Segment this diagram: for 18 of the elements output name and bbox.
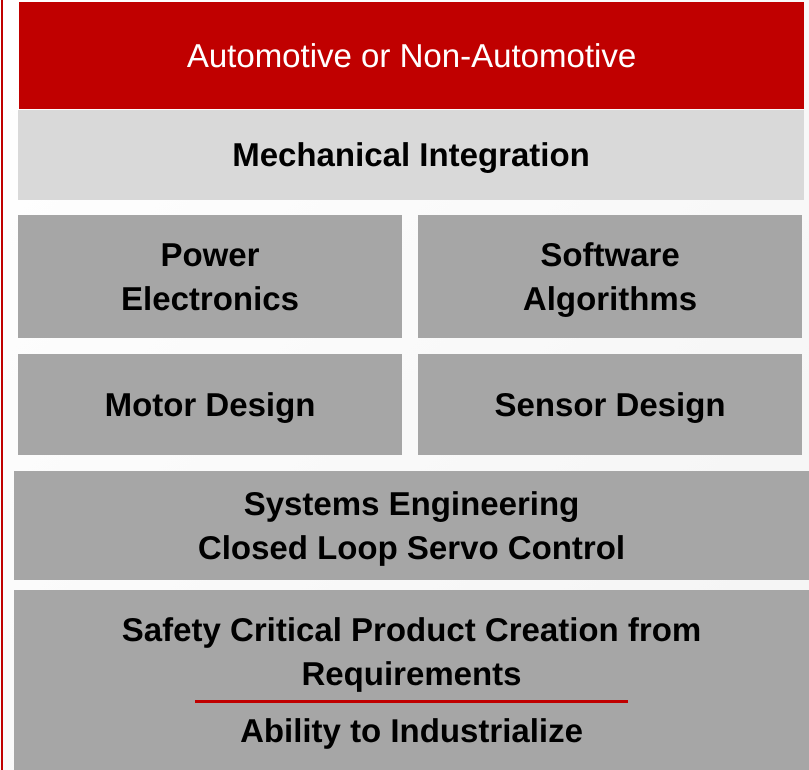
box-label: Safety Critical Product Creation from Requirements: [122, 610, 702, 694]
capability-box: [18, 215, 402, 338]
box-label: Systems Engineering: [244, 484, 580, 524]
box-label: Sensor Design: [494, 384, 726, 425]
header-text: Automotive or Non-Automotive: [186, 36, 636, 76]
capability-box: [14, 590, 809, 770]
box-label: Motor Design: [104, 384, 316, 425]
capability-box: [14, 471, 809, 580]
box-label: Power Electronics: [120, 234, 300, 318]
header-band: [19, 2, 804, 109]
box-label: Mechanical Integration: [232, 135, 590, 175]
box-label: Software Algorithms: [522, 234, 698, 319]
box-label: Closed Loop Servo Control: [198, 528, 626, 568]
box-label: Ability to Industrialize: [240, 710, 583, 751]
capability-box: [418, 354, 802, 455]
layer-band: [18, 110, 804, 200]
capability-box: [418, 215, 802, 338]
capability-box: [18, 354, 402, 455]
